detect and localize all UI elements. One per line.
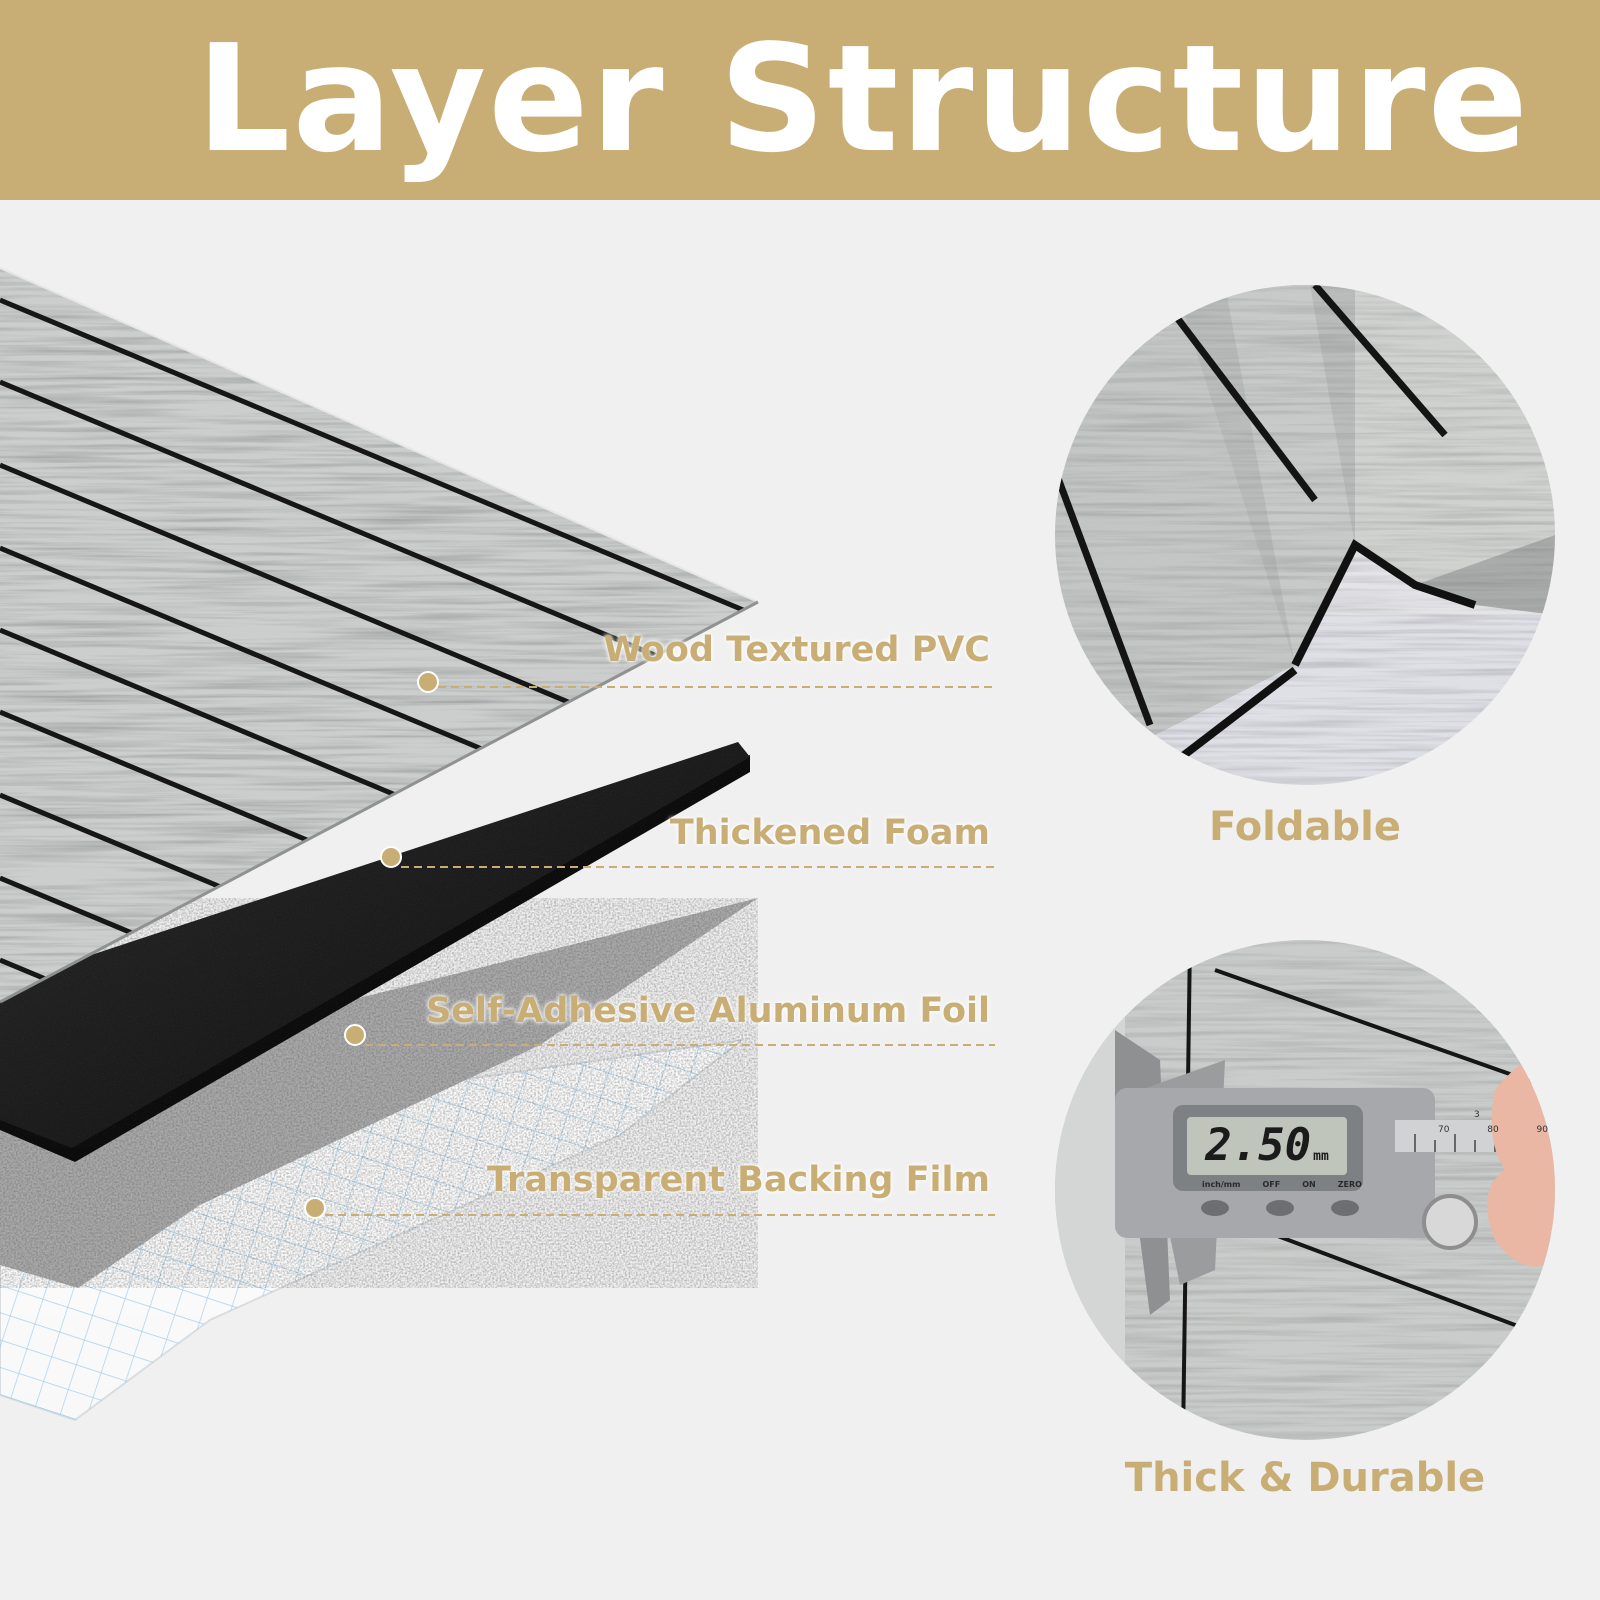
callout-foam [380, 846, 995, 868]
layer-label-foam: Thickened Foam [669, 813, 990, 853]
caliper-scale-mark: 80 [1487, 1125, 1499, 1135]
layer-label-film: Transparent Backing Film [486, 1160, 990, 1200]
caliper-button-label: ZERO [1337, 1180, 1362, 1189]
caliper-button-label: OFF [1262, 1180, 1281, 1189]
page-title: Layer Structure [196, 13, 1530, 185]
caliper-scale-index: 3 [1474, 1110, 1480, 1120]
caliper-button-label: inch/mm [1202, 1180, 1241, 1189]
caliper-unit: mm [1313, 1148, 1329, 1164]
caliper-reading-group: 2.50 mm [1187, 1117, 1347, 1175]
callout-leaders [304, 671, 995, 1219]
caliper-scale-labels: 70 80 90 [1438, 1125, 1548, 1137]
callout-foil [344, 1024, 995, 1046]
caliper-scale-mark: 70 [1438, 1125, 1450, 1135]
callout-pvc [417, 671, 995, 693]
caliper-display [1187, 1117, 1347, 1175]
layer-label-pvc: Wood Textured PVC [603, 630, 990, 670]
aluminum-foil-layer [0, 898, 758, 1288]
caliper-button-label: ON [1302, 1180, 1316, 1189]
layer-label-foil: Self-Adhesive Aluminum Foil [426, 991, 990, 1031]
header-band: Layer Structure [0, 0, 1600, 200]
caliper-reading: 2.50 [1205, 1120, 1312, 1171]
feature-caption-thick: Thick & Durable [1124, 1455, 1486, 1501]
foldable-photo [1055, 285, 1555, 785]
feature-caption-foldable: Foldable [1209, 804, 1401, 850]
foam-layer [0, 742, 750, 1162]
caliper-button-labels: inch/mm OFF ON ZERO [1202, 1180, 1362, 1194]
caliper-photo [1055, 940, 1555, 1440]
callout-film [304, 1197, 995, 1219]
caliper-scale-mark: 90 [1536, 1125, 1548, 1135]
